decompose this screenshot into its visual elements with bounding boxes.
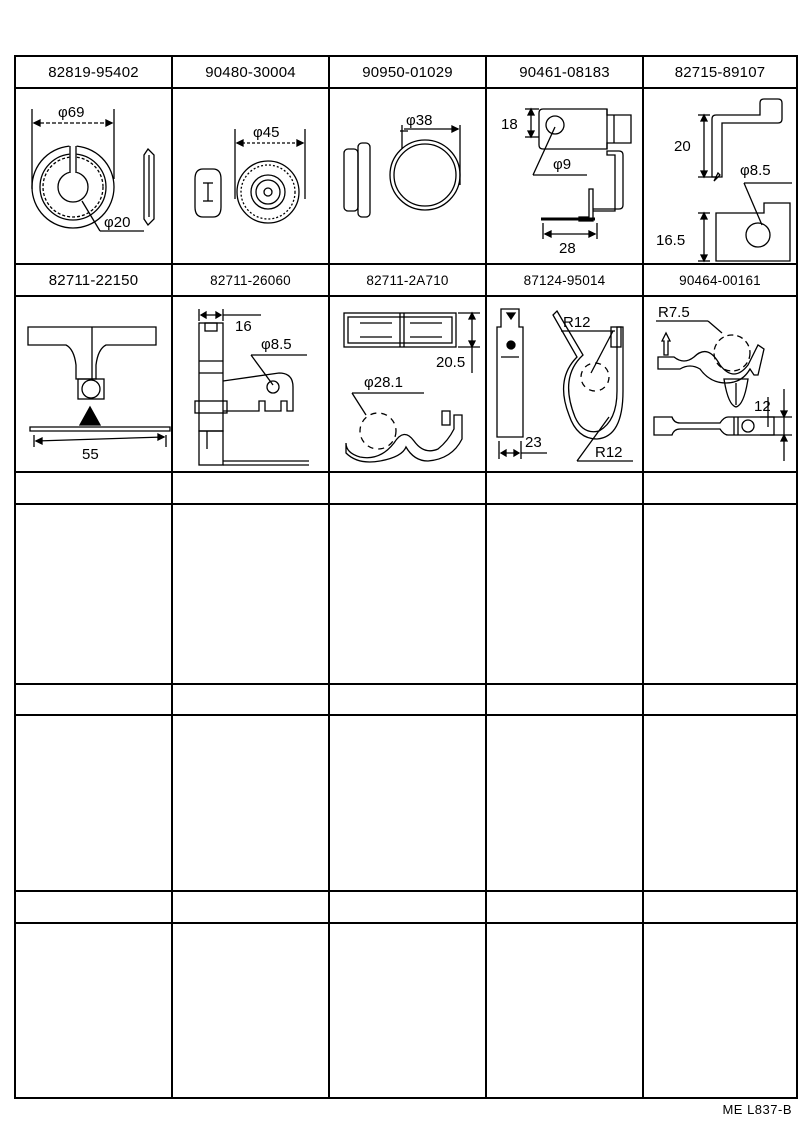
empty-drawing-cell — [642, 503, 798, 683]
part-number-label: 90461-08183 — [485, 55, 642, 87]
grommet-round-drawing: φ45 — [194, 124, 306, 224]
parts-grid: 82819-95402 90480-30004 90950-01029 9046… — [14, 55, 798, 1099]
part-number-label — [642, 890, 798, 922]
dim-label: 16.5 — [656, 232, 685, 249]
empty-drawing-cell — [642, 714, 798, 890]
dim-label: φ9 — [553, 156, 571, 173]
row-4-drawings — [14, 714, 798, 890]
part-number-label: 82715-89107 — [642, 55, 798, 87]
dim-label: φ38 — [406, 112, 432, 129]
empty-drawing-cell — [328, 922, 485, 1099]
drawing-cell: 20.5 φ28.1 — [328, 295, 485, 471]
row-5-header — [14, 890, 798, 922]
dim-label: φ8.5 — [261, 336, 292, 353]
part-number-label: 82711-22150 — [14, 263, 171, 295]
empty-drawing-cell — [14, 922, 171, 1099]
plug-hole-drawing: φ38 — [343, 112, 461, 218]
empty-drawing-cell — [171, 922, 328, 1099]
dim-label: R12 — [595, 444, 623, 461]
part-number-label: 90950-01029 — [328, 55, 485, 87]
part-number-label — [328, 471, 485, 503]
dim-label: 20.5 — [436, 354, 465, 371]
part-number-label — [485, 890, 642, 922]
clamp-pushpin-drawing: R7.5 12 — [653, 304, 792, 461]
illustration-code: ME L837-B — [722, 1102, 792, 1117]
dim-label: R7.5 — [658, 304, 690, 321]
dim-label: φ45 — [253, 124, 279, 141]
empty-drawing-cell — [328, 714, 485, 890]
drawing-cell: 20 φ8.5 16.5 — [642, 87, 798, 263]
row-3-header — [14, 471, 798, 503]
empty-drawing-cell — [328, 503, 485, 683]
part-number-label — [485, 471, 642, 503]
drawing-cell: 55 — [14, 295, 171, 471]
bracket-angle-drawing: 20 φ8.5 16.5 — [656, 98, 792, 263]
part-number-label — [642, 471, 798, 503]
part-number-label — [328, 890, 485, 922]
empty-drawing-cell — [14, 714, 171, 890]
dim-label: 20 — [674, 138, 691, 155]
grommet-split-drawing: φ69 φ20 — [31, 104, 155, 232]
drawing-cell: 23 R12 R12 — [485, 295, 642, 471]
dim-label: 16 — [235, 318, 252, 335]
drawing-cell: φ45 — [171, 87, 328, 263]
row-4-header — [14, 683, 798, 714]
dim-label: φ20 — [104, 214, 130, 231]
drawing-cell: 16 φ8.5 — [171, 295, 328, 471]
part-number-label — [171, 683, 328, 714]
empty-drawing-cell — [642, 922, 798, 1099]
row-1-drawings: φ69 φ20 φ45 — [14, 87, 798, 263]
dim-label: 28 — [559, 240, 576, 257]
row-1-header: 82819-95402 90480-30004 90950-01029 9046… — [14, 55, 798, 87]
row-3-drawings — [14, 503, 798, 683]
part-number-label: 82711-2A710 — [328, 263, 485, 295]
clamp-double-drawing: 20.5 φ28.1 — [343, 311, 480, 463]
drawing-cell: 18 φ9 28 — [485, 87, 642, 263]
clip-bracket-drawing: 16 φ8.5 — [194, 309, 309, 466]
part-number-label — [14, 683, 171, 714]
dim-label: R12 — [563, 314, 591, 331]
dim-label: φ8.5 — [740, 162, 771, 179]
empty-drawing-cell — [485, 714, 642, 890]
clip-hook-drawing: 23 R12 R12 — [496, 308, 633, 462]
dim-label: φ28.1 — [364, 374, 403, 391]
part-number-label: 82819-95402 — [14, 55, 171, 87]
dim-label: 55 — [82, 446, 99, 463]
drawing-cell: φ38 — [328, 87, 485, 263]
dim-label: 18 — [501, 116, 518, 133]
drawing-cell: φ69 φ20 — [14, 87, 171, 263]
part-number-label — [642, 683, 798, 714]
clip-t-drawing: 55 — [27, 326, 171, 463]
empty-drawing-cell — [171, 503, 328, 683]
part-number-label — [171, 890, 328, 922]
part-number-label: 90464-00161 — [642, 263, 798, 295]
part-number-label — [328, 683, 485, 714]
part-number-label: 82711-26060 — [171, 263, 328, 295]
part-number-label — [171, 471, 328, 503]
dim-label: φ69 — [58, 104, 84, 121]
row-5-drawings — [14, 922, 798, 1099]
dim-label: 12 — [754, 398, 771, 415]
bracket-clamp-drawing: 18 φ9 28 — [501, 107, 632, 257]
empty-drawing-cell — [485, 922, 642, 1099]
empty-drawing-cell — [485, 503, 642, 683]
row-2-header: 82711-22150 82711-26060 82711-2A710 8712… — [14, 263, 798, 295]
empty-drawing-cell — [14, 503, 171, 683]
part-number-label — [14, 890, 171, 922]
part-number-label: 90480-30004 — [171, 55, 328, 87]
part-number-label — [485, 683, 642, 714]
drawing-cell: R7.5 12 — [642, 295, 798, 471]
part-number-label — [14, 471, 171, 503]
dim-label: 23 — [525, 434, 542, 451]
row-2-drawings: 55 16 φ8.5 — [14, 295, 798, 471]
part-number-label: 87124-95014 — [485, 263, 642, 295]
empty-drawing-cell — [171, 714, 328, 890]
